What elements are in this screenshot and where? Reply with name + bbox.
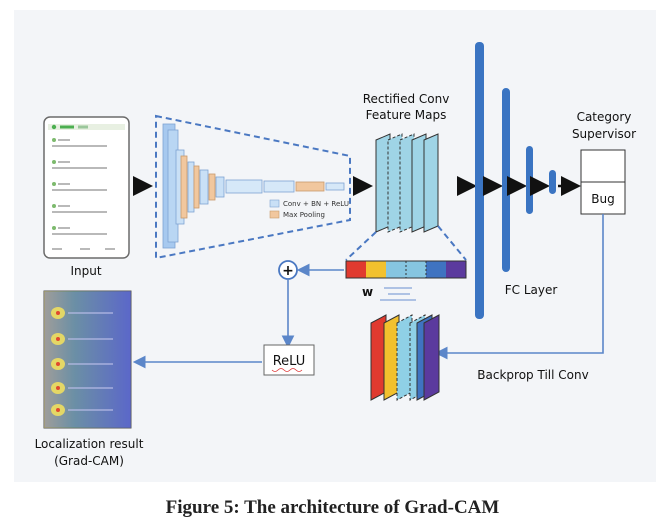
sum-symbol: + [282, 263, 294, 279]
projection-right [437, 225, 467, 261]
cnn-backbone: Conv + BN + ReLU Max Pooling [155, 114, 351, 260]
input-label: Input [70, 264, 101, 278]
legend-pool-label: Max Pooling [283, 211, 325, 219]
localization-label-line1: Localization result [35, 437, 144, 451]
category-label-line2: Supervisor [572, 127, 636, 141]
grad-cam-result [43, 290, 132, 429]
localization-label-line2: (Grad-CAM) [54, 454, 124, 468]
projection-left [345, 231, 377, 261]
figure-caption: Figure 5: The architecture of Grad-CAM [165, 497, 500, 518]
legend-conv-swatch [269, 199, 280, 208]
weight-multiply-lines [380, 287, 416, 301]
weight-label: w [362, 285, 373, 299]
relu-label: ReLU [273, 354, 306, 369]
rectified-label-line1: Rectified Conv [363, 92, 450, 106]
fc-layer-label: FC Layer [505, 283, 558, 297]
legend-conv-label: Conv + BN + ReLU [283, 200, 349, 208]
fc-layers [475, 42, 581, 319]
category-label-line1: Category [577, 110, 632, 124]
backprop-arrow [434, 214, 604, 360]
category-supervisor-box [580, 149, 626, 215]
backprop-label: Backprop Till Conv [477, 368, 588, 382]
bug-class-label: Bug [591, 192, 614, 206]
rectified-label-line2: Feature Maps [366, 108, 447, 122]
weighted-feature-maps [370, 314, 440, 401]
relu-underline [271, 368, 303, 372]
legend-pool-swatch [269, 210, 280, 219]
feature-maps [375, 133, 439, 233]
weight-vector [345, 260, 467, 279]
input-screenshot [43, 116, 130, 259]
